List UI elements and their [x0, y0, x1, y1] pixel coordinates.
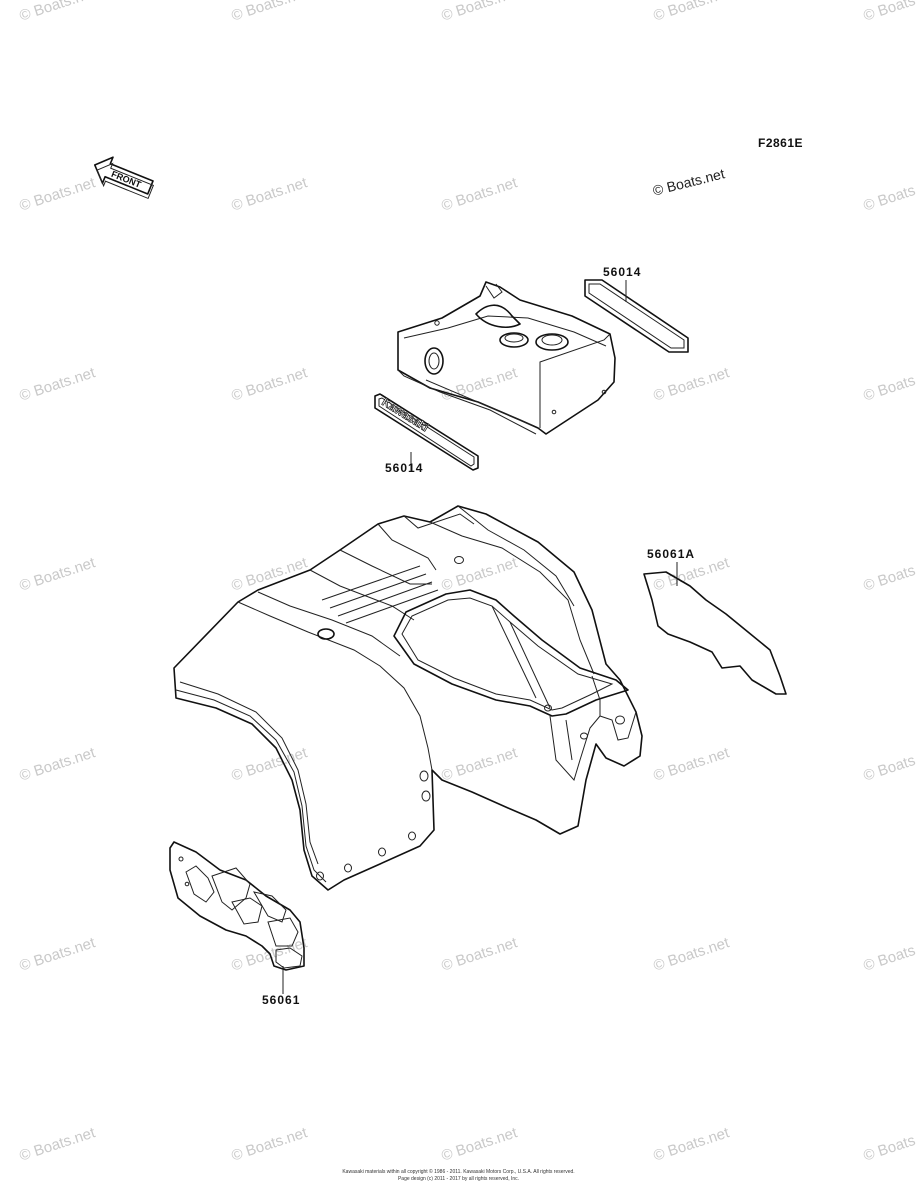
callout-fender-side-decal[interactable]: 56061A [647, 547, 696, 561]
rear-fender-part [173, 505, 643, 891]
callout-bayou-decal[interactable]: 56061 [262, 993, 301, 1007]
rear-decal-part [584, 279, 689, 353]
kawasaki-emblem-part: Kawasaki [374, 393, 479, 471]
fender-side-decal-part [643, 571, 787, 695]
front-arrow-label: FRONT [110, 169, 143, 190]
figure-code: F2861E [758, 136, 804, 150]
front-arrow-icon: FRONT [93, 156, 155, 200]
callout-decal-rear[interactable]: 56014 [603, 265, 642, 279]
callout-emblem[interactable]: 56014 [385, 461, 424, 475]
leader-lines [282, 280, 678, 994]
footer-copyright: Kawasaki materials within all copyright … [342, 1169, 575, 1175]
bayou-decal-part [169, 841, 305, 971]
upper-cover-part [397, 281, 616, 435]
footer-page-design: Page design (c) 2011 - 2017 by all right… [397, 1176, 520, 1182]
